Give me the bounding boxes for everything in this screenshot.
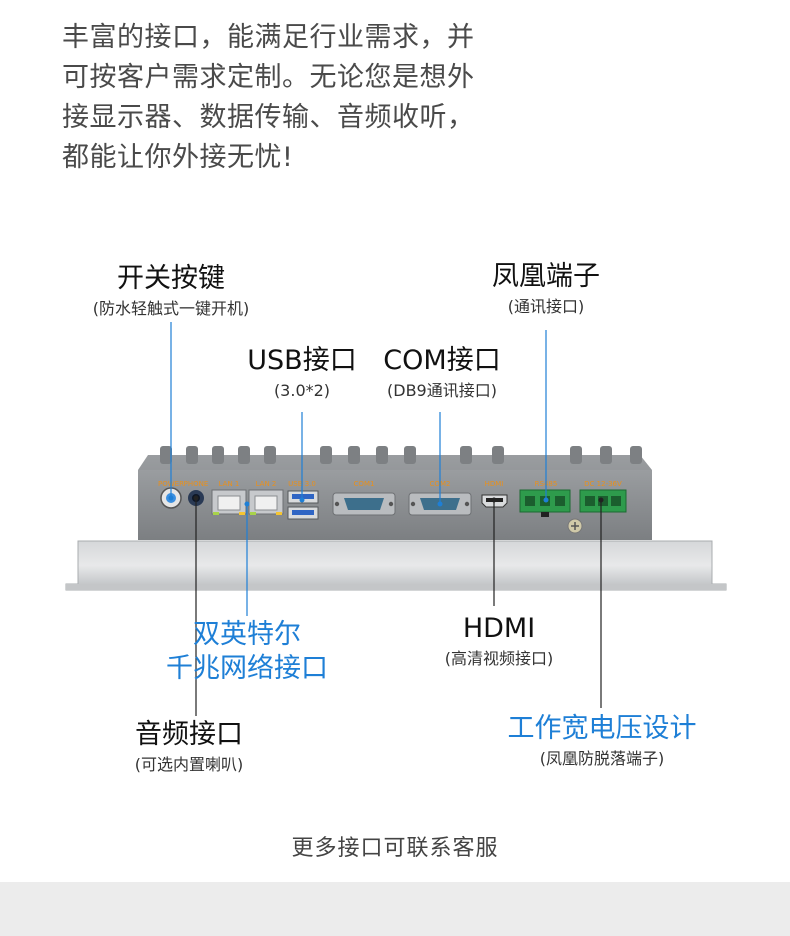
- callout-usb-title: USB接口: [247, 345, 357, 376]
- footer-band: [0, 882, 790, 936]
- front-bezel: [65, 540, 727, 591]
- callout-com-title: COM接口: [383, 345, 501, 376]
- callout-audio-sub: (可选内置喇叭): [134, 755, 244, 774]
- callout-wide-voltage-title: 工作宽电压设计: [507, 713, 697, 744]
- callout-lan-title-line1: 双英特尔: [193, 619, 301, 650]
- callout-wide-voltage-sub: (凤凰防脱落端子): [539, 749, 665, 768]
- panel-label-dc: DC 12-36V: [584, 480, 622, 488]
- lan-port-1: [211, 489, 247, 515]
- ground-screw: [567, 518, 583, 534]
- com1-port: [332, 492, 396, 516]
- heat-sink-fins: [160, 446, 642, 464]
- callout-audio-title: 音频接口: [135, 719, 243, 750]
- intro-line-1: 丰富的接口，能满足行业需求，并: [62, 22, 475, 53]
- callout-hdmi-sub: (高清视频接口): [444, 649, 554, 668]
- callout-phoenix-terminal: 凤凰端子 (通讯接口): [466, 260, 626, 318]
- intro-line-4: 都能让你外接无忧!: [62, 142, 294, 173]
- panel-label-com1: COM1: [354, 480, 375, 488]
- panel-label-lan2: LAN 2: [256, 480, 277, 488]
- lan-port-2: [248, 489, 284, 515]
- callout-power-button-sub: (防水轻触式一键开机): [92, 299, 250, 318]
- panel-label-hdmi: HDMI: [485, 480, 504, 488]
- panel-label-lan1: LAN 1: [219, 480, 240, 488]
- usb-ports: [287, 490, 319, 520]
- callout-lan: 双英特尔 千兆网络接口: [142, 618, 352, 686]
- callout-audio: 音频接口 (可选内置喇叭): [100, 718, 278, 776]
- panel-label-phone: PHONE: [184, 480, 209, 488]
- callout-com: COM接口 (DB9通讯接口): [370, 344, 514, 402]
- callout-usb: USB接口 (3.0*2): [232, 344, 372, 402]
- callout-phoenix-terminal-title: 凤凰端子: [492, 261, 600, 292]
- callout-power-button-title: 开关按键: [117, 263, 225, 294]
- callout-phoenix-terminal-sub: (通讯接口): [507, 297, 585, 316]
- callout-hdmi: HDMI (高清视频接口): [424, 612, 574, 670]
- intro-paragraph: 丰富的接口，能满足行业需求，并 可按客户需求定制。无论您是想外 接显示器、数据传…: [62, 18, 532, 178]
- callout-lan-title-line2: 千兆网络接口: [166, 653, 328, 684]
- more-interfaces-note: 更多接口可联系客服: [291, 836, 499, 861]
- callout-usb-sub: (3.0*2): [273, 381, 331, 400]
- callout-wide-voltage: 工作宽电压设计 (凤凰防脱落端子): [490, 712, 714, 770]
- intro-line-3: 接显示器、数据传输、音频收听，: [62, 102, 475, 133]
- callout-power-button: 开关按键 (防水轻触式一键开机): [76, 262, 266, 320]
- callout-hdmi-title: HDMI: [462, 613, 536, 644]
- intro-line-2: 可按客户需求定制。无论您是想外: [62, 62, 475, 93]
- callout-com-sub: (DB9通讯接口): [387, 381, 497, 400]
